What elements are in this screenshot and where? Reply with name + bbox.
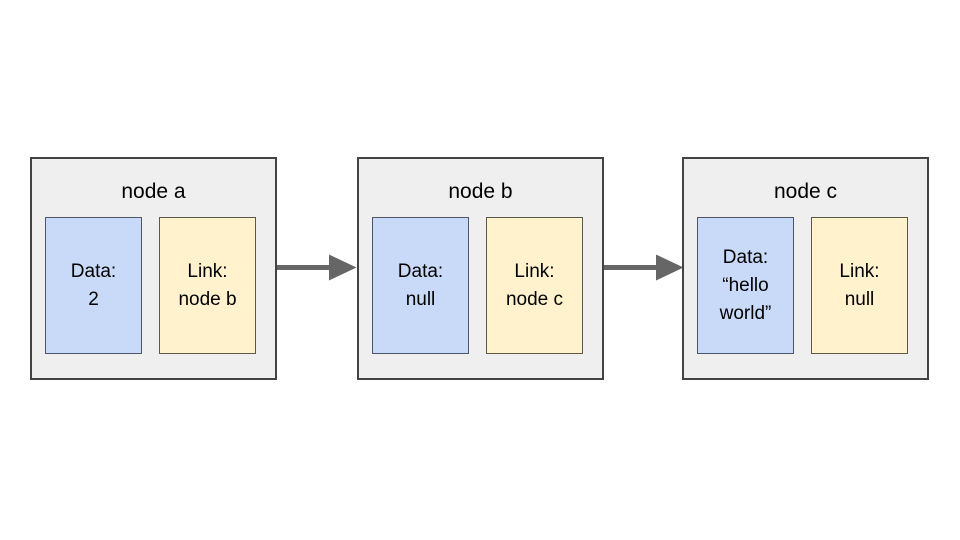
node-b-title: node b: [448, 180, 513, 203]
node-a-link-cell: Link: node b: [159, 217, 256, 354]
node-a-title: node a: [121, 180, 186, 203]
node-a-data-cell: Data: 2: [45, 217, 142, 354]
node-c-data-cell: Data: “hello world”: [697, 217, 794, 354]
node-c-box: node c Data: “hello world” Link: null: [682, 157, 929, 380]
arrow-b-to-c-icon: [604, 254, 684, 281]
node-c-link-cell: Link: null: [811, 217, 908, 354]
node-b-data-cell: Data: null: [372, 217, 469, 354]
arrow-a-to-b-icon: [277, 254, 357, 281]
node-b-link-cell: Link: node c: [486, 217, 583, 354]
node-a-box: node a Data: 2 Link: node b: [30, 157, 277, 380]
node-b-box: node b Data: null Link: node c: [357, 157, 604, 380]
node-c-title: node c: [773, 180, 838, 203]
